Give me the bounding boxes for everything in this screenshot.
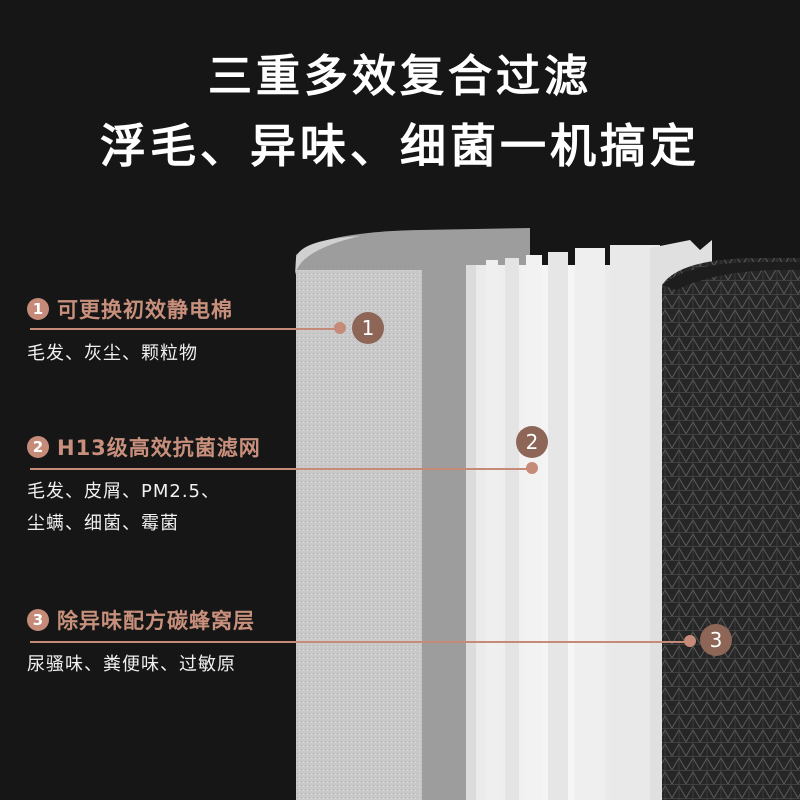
feature-title: 除异味配方碳蜂窝层 <box>57 609 255 633</box>
feature-title: H13级高效抗菌滤网 <box>57 436 261 460</box>
leader-dot-3 <box>684 635 696 647</box>
feature-3: 3 除异味配方碳蜂窝层 尿骚味、粪便味、过敏原 <box>27 605 255 681</box>
layer-marker-1: 1 <box>352 312 384 344</box>
leader-dot-2 <box>526 462 538 474</box>
leader-line-3 <box>30 641 690 643</box>
feature-description: 毛发、皮屑、PM2.5、 <box>27 481 221 502</box>
feature-description: 毛发、灰尘、颗粒物 <box>27 343 198 364</box>
layer-marker-2: 2 <box>516 426 548 458</box>
leader-line-1 <box>30 328 340 330</box>
headline-line1: 三重多效复合过滤 <box>208 51 592 102</box>
layer-marker-3: 3 <box>700 624 732 656</box>
feature-number-badge: 2 <box>27 436 49 458</box>
headline-line2: 浮毛、异味、细菌一机搞定 <box>100 119 700 173</box>
feature-number-badge: 3 <box>27 609 49 631</box>
leader-line-2 <box>30 468 530 470</box>
feature-description: 尘螨、细菌、霉菌 <box>27 513 179 534</box>
feature-title: 可更换初效静电棉 <box>57 298 233 322</box>
feature-1: 1 可更换初效静电棉 毛发、灰尘、颗粒物 <box>27 294 233 370</box>
leader-dot-1 <box>334 322 346 334</box>
feature-number-badge: 1 <box>27 298 49 320</box>
feature-description: 尿骚味、粪便味、过敏原 <box>27 654 236 675</box>
feature-2: 2 H13级高效抗菌滤网 毛发、皮屑、PM2.5、 尘螨、细菌、霉菌 <box>27 432 261 540</box>
